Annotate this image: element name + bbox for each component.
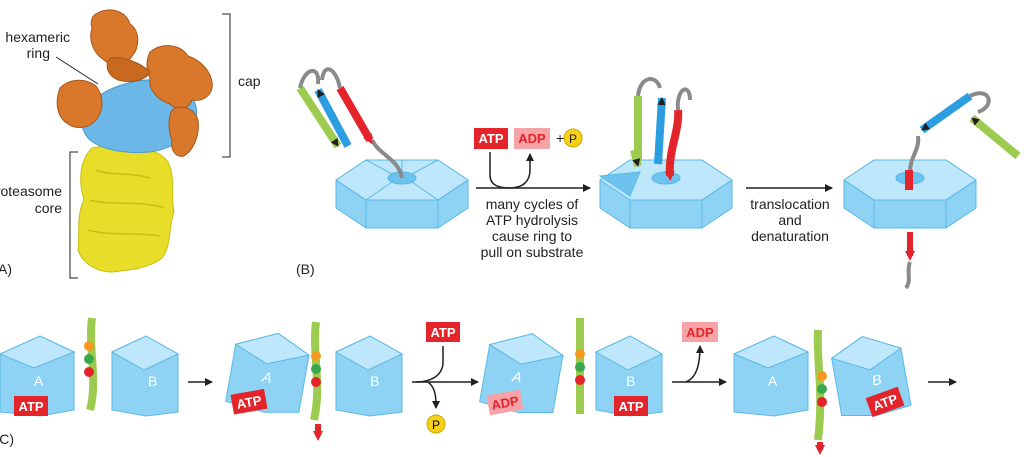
adp-release-step: ADP: [672, 322, 727, 386]
label-a-4: A: [768, 373, 778, 389]
panel-c-label: (C): [0, 431, 14, 447]
plus-sign: +: [556, 130, 564, 146]
state-4: A B ATP: [732, 329, 912, 455]
core-label-line1: proteasome: [0, 183, 62, 199]
ring-leader-line: [55, 56, 99, 85]
atp-badge-b: [474, 128, 508, 149]
adp-badge-b: [514, 128, 550, 149]
cap-bracket: [222, 13, 231, 158]
atp-c-3: ATP: [618, 399, 643, 414]
atp-hydrolysis-step: ATP ADP + P many cycles of ATP hydrolysi…: [474, 128, 591, 260]
panel-c: (C) A B ATP A ATP: [0, 317, 957, 455]
hexameric-label-line1: hexameric: [5, 29, 70, 45]
hexamer-2: [598, 159, 733, 229]
proteasome-core-structure: [77, 146, 175, 273]
hexameric-label-line2: ring: [27, 45, 50, 61]
phosphate-b: [563, 128, 583, 148]
state-1: A B ATP: [0, 317, 180, 417]
panel-a: hexameric ring cap proteasome core (A): [0, 9, 261, 279]
panel-a-label: (A): [0, 261, 12, 277]
panel-b: (B) ATP ADP + P many: [296, 67, 1021, 290]
adp-c-3: ADP: [490, 393, 520, 413]
label-b-2: B: [370, 373, 379, 389]
core-bracket: [69, 151, 78, 279]
label-a-2: A: [260, 368, 273, 386]
panel-b-label: (B): [296, 261, 315, 277]
label-b-4: B: [871, 371, 883, 388]
adp-c-output: ADP: [686, 325, 714, 340]
step1-caption-1: many cycles of: [486, 196, 579, 212]
label-b-1: B: [148, 373, 157, 389]
state-2: A ATP B: [225, 321, 404, 441]
atp-binding-step: ATP P: [412, 322, 479, 434]
cap-label: cap: [238, 73, 261, 89]
phosphate-c: P: [432, 418, 440, 432]
atp-c-input: ATP: [430, 325, 455, 340]
label-b-3: B: [626, 373, 635, 389]
step2-caption-3: denaturation: [751, 228, 829, 244]
step1-caption-2: ATP hydrolysis: [486, 212, 578, 228]
state-3: A ADP B ATP: [479, 318, 664, 417]
phosphate-b-text: P: [569, 132, 577, 146]
step1-caption-4: pull on substrate: [481, 244, 584, 260]
atp-c-1: ATP: [18, 399, 43, 414]
label-a-3: A: [510, 368, 523, 386]
cap-structure: [56, 9, 213, 157]
atp-c-2: ATP: [235, 393, 263, 412]
label-a-1: A: [34, 373, 44, 389]
adp-text-b: ADP: [518, 131, 546, 146]
step2-caption-2: and: [778, 212, 801, 228]
step1-caption-3: cause ring to: [492, 228, 572, 244]
core-label-line2: core: [35, 200, 62, 216]
atp-text-b: ATP: [478, 131, 503, 146]
step2-caption-1: translocation: [750, 196, 829, 212]
substrate-3: [904, 91, 1021, 290]
substrate-1: [296, 67, 404, 179]
substrate-2: [630, 77, 692, 181]
hexamer-1: [335, 159, 469, 229]
